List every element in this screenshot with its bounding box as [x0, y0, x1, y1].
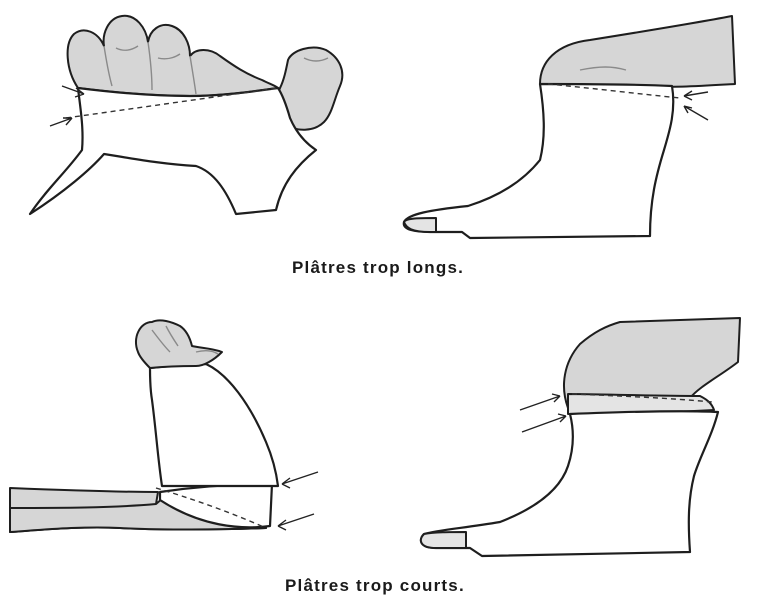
arrow-hand-lower — [50, 118, 72, 126]
hand-cast-too-long — [30, 16, 342, 214]
arrow-knee-upper — [520, 394, 560, 410]
hand-fingers — [68, 16, 278, 96]
arrow-knee-lower — [522, 414, 566, 432]
arm-cast-too-short — [10, 320, 318, 532]
caption-casts-too-short: Plâtres trop courts. — [285, 576, 465, 596]
thigh — [540, 16, 735, 87]
raised-fingers — [136, 320, 222, 368]
hand-cast — [30, 88, 316, 214]
forearm-cast — [150, 364, 278, 486]
arrow-arm-upper — [282, 472, 318, 488]
lower-leg-cast — [404, 84, 673, 238]
arrow-arm-lower — [278, 514, 314, 530]
arrow-leg-lower — [684, 106, 708, 120]
leg-cast-too-long — [404, 16, 735, 238]
toes-short — [421, 532, 466, 548]
caption-casts-too-long: Plâtres trop longs. — [292, 258, 464, 278]
leg-cast-too-short — [421, 318, 740, 556]
arrow-leg-upper — [684, 91, 708, 100]
